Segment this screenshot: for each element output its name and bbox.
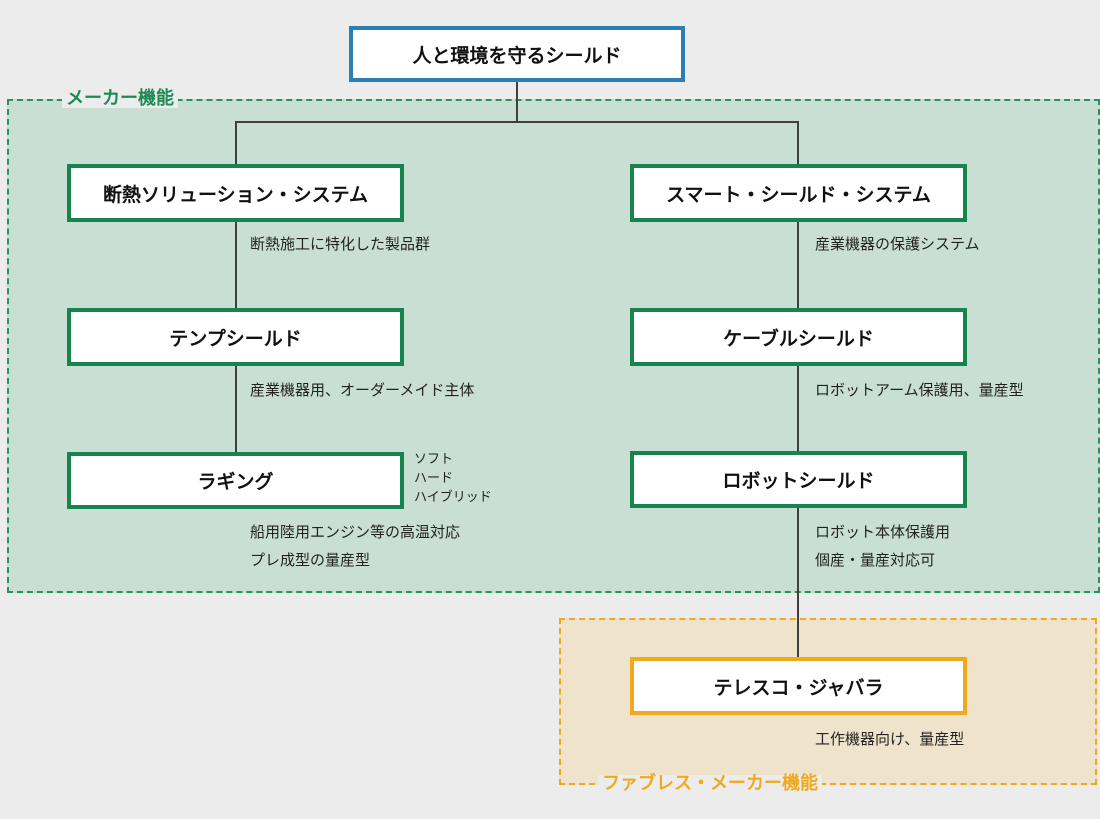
cable-shield-desc: ロボットアーム保護用、量産型 xyxy=(815,381,1024,399)
cable-shield-box: ケーブルシールド xyxy=(630,308,967,366)
robot-shield-label: ロボットシールド xyxy=(722,470,875,492)
connector-right-top xyxy=(797,121,799,166)
connector-left-top xyxy=(235,121,237,166)
lagging-type: ソフト xyxy=(414,452,454,467)
lagging-types: ソフト ハード ハイブリッド xyxy=(414,450,492,507)
connector-root-down xyxy=(516,80,518,122)
robot-shield-desc-line: 個産・量産対応可 xyxy=(815,551,936,569)
telesco-bellows-box: テレスコ・ジャバラ xyxy=(630,657,967,715)
temp-shield-label: テンプシールド xyxy=(169,327,302,350)
smart-shield-system-desc: 産業機器の保護システム xyxy=(815,235,980,253)
smart-shield-system-box: スマート・シールド・システム xyxy=(630,164,967,222)
lagging-desc-line: 船用陸用エンジン等の高温対応 xyxy=(250,523,461,541)
smart-shield-system-label: スマート・シールド・システム xyxy=(666,183,931,206)
maker-region-label: メーカー機能 xyxy=(62,90,178,108)
lagging-desc-line: プレ成型の量産型 xyxy=(250,551,371,569)
connector-left-1 xyxy=(235,220,237,310)
connector-horizontal xyxy=(235,121,799,123)
insulation-system-box: 断熱ソリューション・システム xyxy=(67,164,404,222)
insulation-system-desc: 断熱施工に特化した製品群 xyxy=(250,235,431,253)
cable-shield-label: ケーブルシールド xyxy=(723,327,874,350)
robot-shield-box: ロボットシールド xyxy=(630,451,967,508)
root-label: 人と環境を守るシールド xyxy=(412,44,622,67)
root-box: 人と環境を守るシールド xyxy=(349,26,685,82)
lagging-type: ハード xyxy=(414,471,454,486)
insulation-system-label: 断熱ソリューション・システム xyxy=(102,183,369,206)
connector-left-2 xyxy=(235,364,237,454)
lagging-box: ラギング xyxy=(67,452,404,509)
robot-shield-desc-line: ロボット本体保護用 xyxy=(815,523,951,541)
robot-shield-desc: ロボット本体保護用 個産・量産対応可 xyxy=(815,518,950,574)
temp-shield-desc: 産業機器用、オーダーメイド主体 xyxy=(250,381,475,399)
lagging-label: ラギング xyxy=(197,471,274,493)
connector-right-2 xyxy=(797,364,799,454)
telesco-bellows-label: テレスコ・ジャバラ xyxy=(713,676,884,699)
connector-right-1 xyxy=(797,220,799,310)
temp-shield-box: テンプシールド xyxy=(67,308,404,366)
telesco-bellows-desc: 工作機器向け、量産型 xyxy=(815,730,965,748)
lagging-desc: 船用陸用エンジン等の高温対応 プレ成型の量産型 xyxy=(250,518,460,574)
fabless-region-label: ファブレス・メーカー機能 xyxy=(598,775,822,793)
connector-right-3 xyxy=(797,506,799,659)
lagging-type: ハイブリッド xyxy=(414,490,492,505)
